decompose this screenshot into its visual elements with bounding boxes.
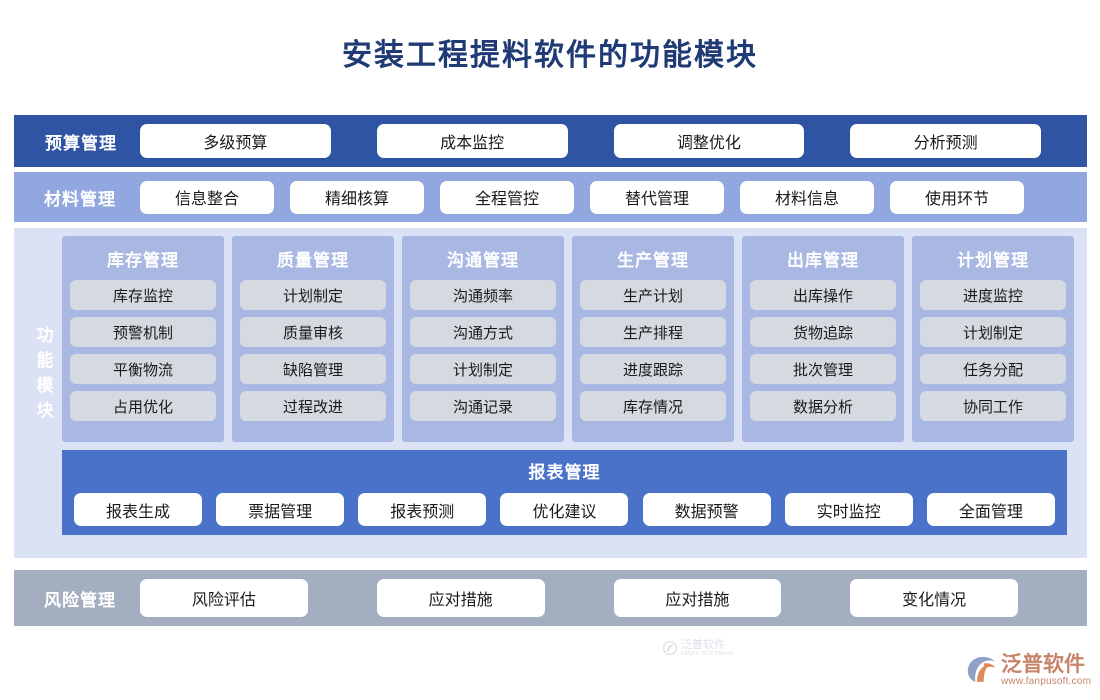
logo-name: 泛普软件: [1001, 652, 1085, 676]
budget-management-row: 预算管理 多级预算 成本监控 调整优化 分析预测: [14, 115, 1087, 167]
module-item[interactable]: 沟通频率: [410, 280, 556, 310]
material-item-1[interactable]: 精细核算: [290, 180, 424, 214]
vertical-char-3: 块: [36, 401, 54, 420]
module-item[interactable]: 沟通方式: [410, 317, 556, 347]
report-item-5[interactable]: 实时监控: [784, 493, 913, 526]
module-item[interactable]: 货物追踪: [750, 317, 896, 347]
module-item[interactable]: 计划制定: [410, 354, 556, 384]
module-item[interactable]: 过程改进: [240, 391, 386, 421]
risk-item-1[interactable]: 应对措施: [376, 579, 545, 617]
brand-logo: 泛普软件 www.fanpusoft.com: [965, 648, 1092, 693]
fanpu-watermark: 泛普软件 FANPU SOFTWARE: [662, 633, 758, 663]
risk-management-row: 风险管理 风险评估 应对措施 应对措施 变化情况: [14, 570, 1087, 626]
material-item-4[interactable]: 材料信息: [740, 180, 874, 214]
report-item-4[interactable]: 数据预警: [642, 493, 771, 526]
module-item[interactable]: 计划制定: [240, 280, 386, 310]
report-management-items: 报表生成 票据管理 报表预测 优化建议 数据预警 实时监控 全面管理: [62, 493, 1067, 526]
report-item-1[interactable]: 票据管理: [216, 493, 345, 526]
report-item-3[interactable]: 优化建议: [500, 493, 629, 526]
module-column-inventory[interactable]: 库存管理 库存监控 预警机制 平衡物流 占用优化: [62, 236, 224, 442]
module-item[interactable]: 进度跟踪: [580, 354, 726, 384]
report-management-section: 报表管理 报表生成 票据管理 报表预测 优化建议 数据预警 实时监控 全面管理: [62, 450, 1067, 535]
vertical-char-2: 模: [36, 376, 54, 395]
module-item[interactable]: 预警机制: [70, 317, 216, 347]
module-column-title: 沟通管理: [447, 251, 519, 270]
fanpu-swoosh-icon: [662, 641, 678, 655]
function-modules-section: 功 能 模 块 库存管理 库存监控 预警机制 平衡物流 占用优化 质量管理 计划…: [14, 228, 1087, 657]
module-column-title: 生产管理: [617, 251, 689, 270]
module-item[interactable]: 生产排程: [580, 317, 726, 347]
module-column-planning[interactable]: 计划管理 进度监控 计划制定 任务分配 协同工作: [912, 236, 1074, 442]
module-item[interactable]: 计划制定: [920, 317, 1066, 347]
budget-item-3[interactable]: 分析预测: [850, 124, 1041, 158]
module-item[interactable]: 出库操作: [750, 280, 896, 310]
module-item[interactable]: 库存监控: [70, 280, 216, 310]
material-management-row: 材料管理 信息整合 精细核算 全程管控 替代管理 材料信息 使用环节: [14, 172, 1087, 222]
module-item[interactable]: 任务分配: [920, 354, 1066, 384]
module-item[interactable]: 库存情况: [580, 391, 726, 421]
risk-management-label: 风险管理: [44, 590, 116, 610]
module-item[interactable]: 进度监控: [920, 280, 1066, 310]
material-item-2[interactable]: 全程管控: [440, 180, 574, 214]
module-column-title: 出库管理: [787, 251, 859, 270]
function-module-columns: 库存管理 库存监控 预警机制 平衡物流 占用优化 质量管理 计划制定 质量审核 …: [62, 236, 1074, 442]
module-item[interactable]: 缺陷管理: [240, 354, 386, 384]
module-item[interactable]: 批次管理: [750, 354, 896, 384]
module-column-title: 库存管理: [107, 251, 179, 270]
logo-text: 泛普软件 www.fanpusoft.com: [1001, 652, 1092, 688]
module-column-quality[interactable]: 质量管理 计划制定 质量审核 缺陷管理 过程改进: [232, 236, 394, 442]
module-item[interactable]: 平衡物流: [70, 354, 216, 384]
logo-url: www.fanpusoft.com: [1001, 675, 1092, 687]
budget-item-2[interactable]: 调整优化: [613, 124, 805, 158]
watermark-sub: FANPU SOFTWARE: [681, 650, 735, 657]
material-item-0[interactable]: 信息整合: [140, 180, 274, 214]
module-item[interactable]: 生产计划: [580, 280, 726, 310]
fanpu-swoosh-icon: [967, 656, 996, 682]
vertical-char-1: 能: [36, 351, 54, 370]
module-item[interactable]: 沟通记录: [410, 391, 556, 421]
budget-management-label: 预算管理: [45, 133, 117, 153]
module-item[interactable]: 数据分析: [750, 391, 896, 421]
material-management-label: 材料管理: [44, 189, 116, 209]
budget-item-1[interactable]: 成本监控: [376, 124, 568, 158]
risk-item-3[interactable]: 变化情况: [850, 579, 1018, 617]
material-item-3[interactable]: 替代管理: [590, 180, 724, 214]
module-item[interactable]: 协同工作: [920, 391, 1066, 421]
module-column-title: 计划管理: [957, 251, 1029, 270]
risk-item-2[interactable]: 应对措施: [613, 579, 782, 617]
budget-item-0[interactable]: 多级预算: [140, 124, 331, 158]
report-item-6[interactable]: 全面管理: [926, 493, 1055, 526]
function-modules-vertical-label: 功 能 模 块: [28, 323, 62, 423]
module-column-production[interactable]: 生产管理 生产计划 生产排程 进度跟踪 库存情况: [572, 236, 734, 442]
module-item[interactable]: 质量审核: [240, 317, 386, 347]
module-column-communication[interactable]: 沟通管理 沟通频率 沟通方式 计划制定 沟通记录: [402, 236, 564, 442]
material-item-5[interactable]: 使用环节: [890, 180, 1024, 214]
vertical-char-0: 功: [36, 326, 54, 345]
watermark-name: 泛普软件: [681, 638, 725, 651]
risk-item-0[interactable]: 风险评估: [140, 579, 308, 617]
report-item-0[interactable]: 报表生成: [74, 493, 202, 526]
page-title: 安装工程提料软件的功能模块: [342, 39, 758, 72]
module-item[interactable]: 占用优化: [70, 391, 216, 421]
module-column-title: 质量管理: [277, 251, 349, 270]
module-column-outbound[interactable]: 出库管理 出库操作 货物追踪 批次管理 数据分析: [742, 236, 904, 442]
report-management-title: 报表管理: [528, 463, 601, 482]
report-item-2[interactable]: 报表预测: [358, 493, 487, 526]
